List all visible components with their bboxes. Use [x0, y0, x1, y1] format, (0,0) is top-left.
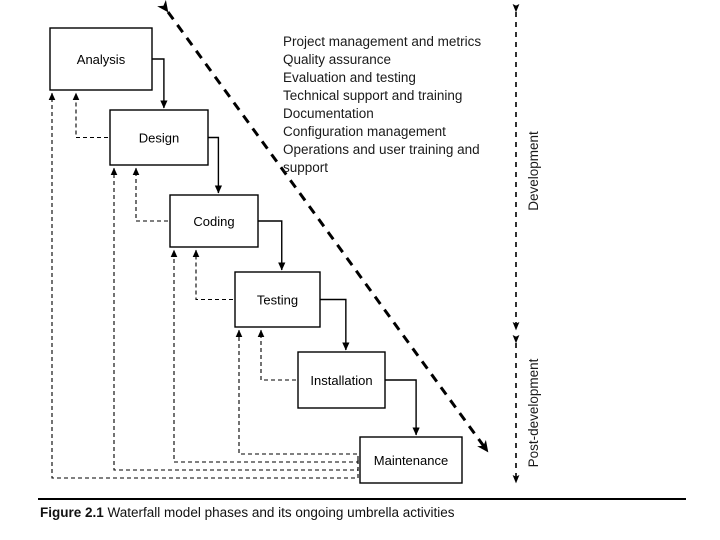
umbrella-activity-item: Documentation [283, 106, 374, 121]
flow-coding-to-testing [258, 220, 286, 271]
phase-box-design: Design [109, 109, 209, 166]
umbrella-span-arrow [157, 0, 490, 453]
phase-label-design: Design [139, 131, 179, 146]
umbrella-activity-item: Quality assurance [283, 52, 391, 67]
feedback-design-to-analysis [72, 92, 108, 139]
lifecycle-axis-post-development: Post-development [512, 335, 541, 484]
caption-label: Figure 2.1 [40, 505, 104, 520]
umbrella-activities-span-arrow [157, 0, 490, 453]
long-feedback-arrow-group [48, 92, 359, 479]
flow-installation-to-maintenance [385, 379, 420, 436]
caption-text: Waterfall model phases and its ongoing u… [107, 505, 455, 520]
feedback-coding-to-design [132, 167, 168, 222]
lifecycle-axis-development: Development [512, 4, 541, 331]
feedback-maintenance-to-coding [170, 249, 359, 463]
phase-box-maintenance: Maintenance [359, 436, 463, 484]
phase-label-analysis: Analysis [77, 52, 126, 67]
umbrella-activity-item: support [283, 160, 328, 175]
feedback-installation-to-testing [257, 329, 296, 381]
caption-divider [38, 498, 686, 500]
feedback-maintenance-to-testing [235, 329, 359, 460]
axis-label-development: Development [526, 131, 541, 211]
feedback-testing-to-coding [192, 249, 233, 301]
phase-box-testing: Testing [234, 271, 321, 328]
figure-caption: Figure 2.1 Waterfall model phases and it… [40, 505, 700, 520]
phase-box-analysis: Analysis [49, 27, 153, 91]
flow-testing-to-installation [320, 298, 350, 351]
phase-label-testing: Testing [257, 293, 298, 308]
phase-label-installation: Installation [310, 373, 372, 388]
phase-box-installation: Installation [297, 351, 386, 409]
umbrella-activity-item: Evaluation and testing [283, 70, 416, 85]
flow-analysis-to-design [152, 58, 168, 109]
phase-label-coding: Coding [193, 214, 234, 229]
flow-design-to-coding [208, 136, 222, 194]
phase-box-coding: Coding [169, 194, 259, 248]
umbrella-activity-item: Operations and user training and [283, 142, 480, 157]
umbrella-activity-item: Project management and metrics [283, 34, 481, 49]
axis-label-post-development: Post-development [526, 358, 541, 467]
umbrella-activity-item: Technical support and training [283, 88, 462, 103]
umbrella-activity-item: Configuration management [283, 124, 446, 139]
phase-label-maintenance: Maintenance [374, 453, 448, 468]
